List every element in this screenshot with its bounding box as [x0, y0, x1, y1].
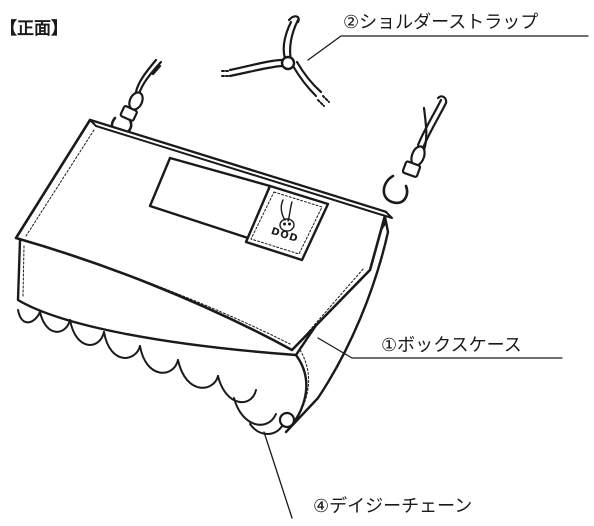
- box-case-label: ①ボックスケース: [381, 335, 522, 356]
- logo-patch: [244, 184, 330, 262]
- shoulder-strap-label: ②ショルダーストラップ: [343, 12, 539, 33]
- view-heading: 【正面】: [0, 19, 68, 39]
- left-strap-clip: [110, 58, 163, 136]
- daisy-chain: [17, 309, 296, 435]
- right-strap-clip: [382, 95, 448, 205]
- box-case-lid: [14, 118, 393, 352]
- rabbit-icon: [279, 199, 295, 232]
- chain-leader-line: [263, 431, 293, 519]
- strap-leader-line: [307, 35, 589, 61]
- strap-detail: [221, 15, 330, 107]
- daisy-chain-label: ④デイジーチェーン: [313, 496, 473, 517]
- box-leader-line: [317, 337, 563, 359]
